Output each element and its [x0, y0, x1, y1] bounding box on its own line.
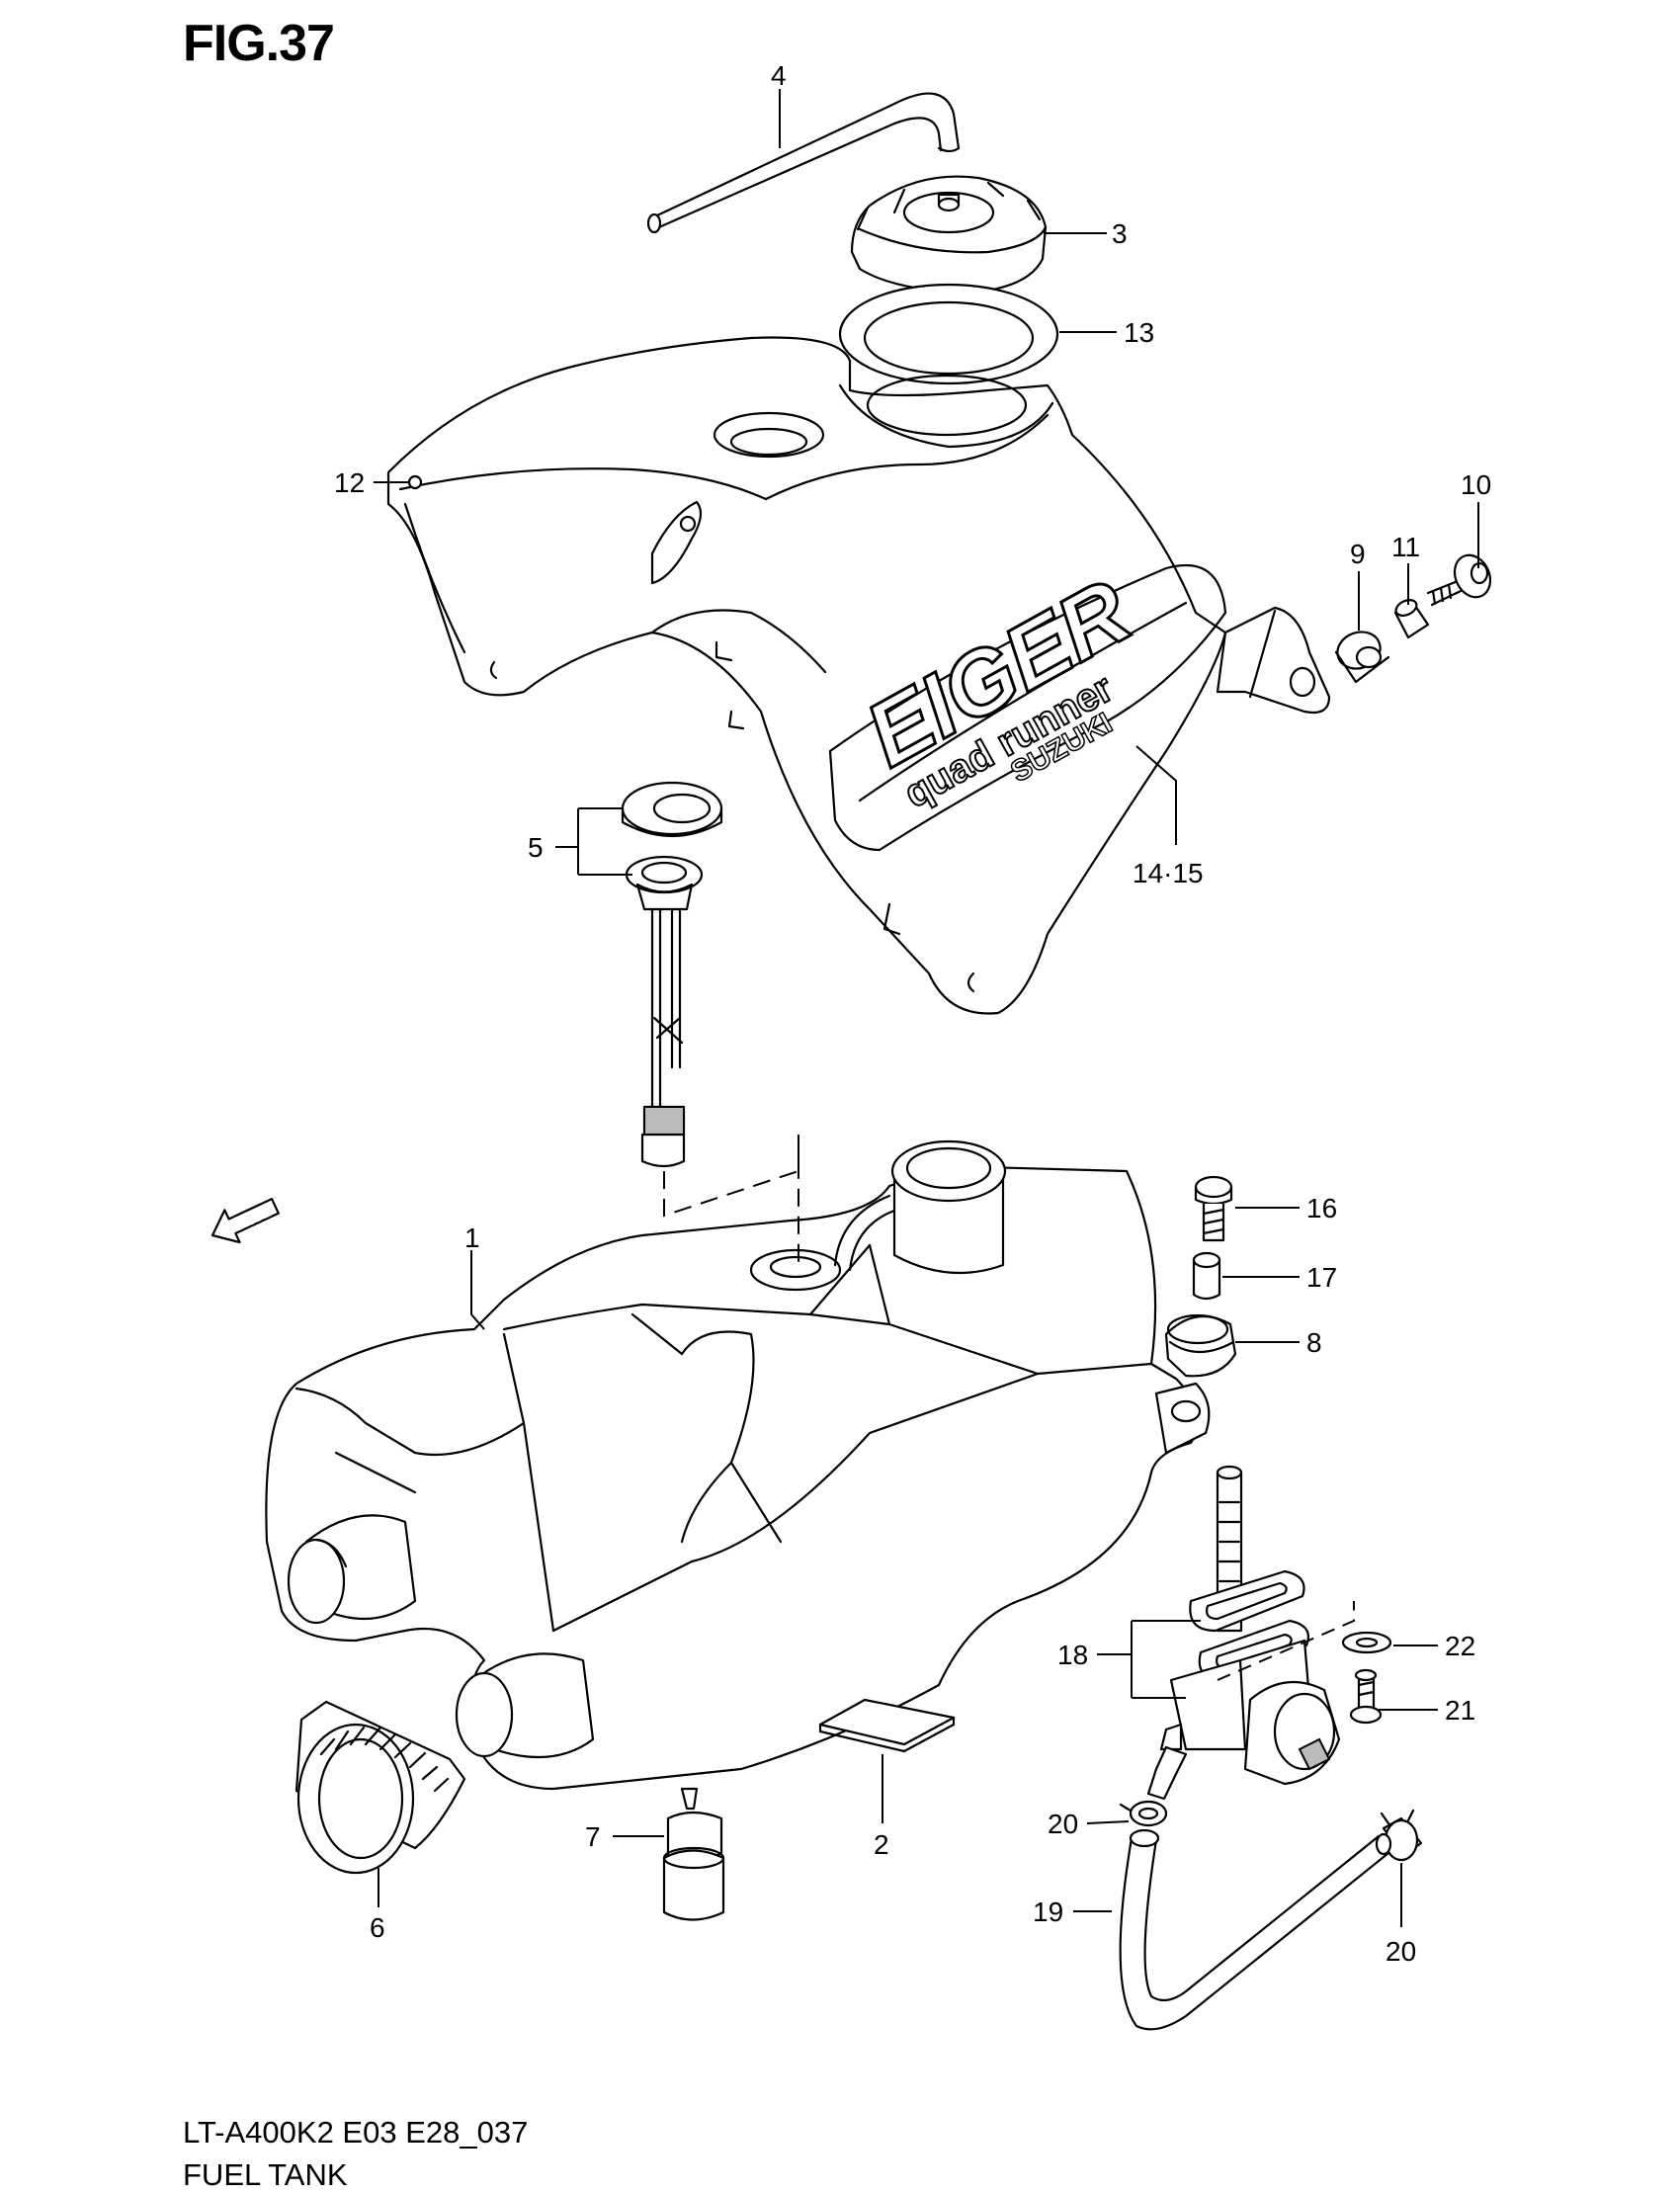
callout-20-upper: 20 [1048, 1809, 1078, 1839]
part-tank-collar [1192, 1251, 1221, 1301]
callout-5: 5 [528, 832, 544, 863]
part-hose-clip-lower [1380, 1809, 1423, 1862]
part-tank-damper [1164, 1313, 1237, 1378]
leader-lines [374, 89, 1479, 1927]
valve-alignment-path [1217, 1601, 1355, 1681]
part-hose-clip-upper [1119, 1800, 1168, 1827]
callout-18: 18 [1057, 1640, 1088, 1670]
part-fuel-gauge [621, 781, 723, 1168]
part-tank-bolt [1194, 1175, 1233, 1242]
callout-21: 21 [1445, 1695, 1475, 1726]
footer-model-code: LT-A400K2 E03 E28_037 [183, 2115, 529, 2150]
callout-4: 4 [771, 60, 787, 91]
figure-title: FIG.37 [183, 15, 335, 72]
part-fuel-valve [1146, 1465, 1341, 1801]
part-rubber-mount [662, 1787, 725, 1921]
callout-13: 13 [1124, 317, 1154, 348]
part-valve-screw [1349, 1668, 1383, 1725]
callout-16: 16 [1306, 1193, 1337, 1223]
callout-11: 11 [1391, 532, 1420, 562]
part-cover-bolt [1426, 553, 1492, 607]
forward-direction-badge: FWD [210, 1198, 280, 1244]
part-cover-damper [1334, 631, 1390, 684]
callout-22: 22 [1445, 1631, 1475, 1661]
forward-direction-label: FWD [232, 1200, 278, 1234]
callout-9: 9 [1350, 539, 1366, 569]
part-cushion-pad [818, 1698, 956, 1753]
part-filler-gasket [294, 1700, 466, 1875]
callout-6: 6 [370, 1912, 385, 1943]
callout-17: 17 [1306, 1262, 1337, 1293]
callout-7: 7 [585, 1821, 601, 1852]
callout-2: 2 [874, 1829, 889, 1860]
part-breather-hose [646, 92, 961, 234]
footer-figure-name: FUEL TANK [183, 2157, 348, 2192]
callout-1: 1 [464, 1223, 480, 1253]
part-tank-cover: EIGER quad runner SUZUKI [386, 336, 1331, 1015]
part-fuel-tank [265, 1139, 1211, 1791]
callout-labels: 1 2 3 4 5 6 7 8 9 10 11 12 13 14·15 16 1… [334, 60, 1491, 1967]
part-valve-washer [1341, 1631, 1392, 1654]
callout-8: 8 [1306, 1327, 1322, 1358]
part-collar [1393, 599, 1430, 639]
gauge-insertion-path [663, 1135, 799, 1265]
callout-3: 3 [1112, 218, 1128, 249]
callout-20-lower: 20 [1386, 1936, 1416, 1967]
callout-10: 10 [1461, 469, 1491, 500]
part-fuel-cap [850, 175, 1048, 295]
part-fuel-hose [1119, 1828, 1392, 2031]
callout-19: 19 [1033, 1897, 1063, 1927]
callout-12: 12 [334, 467, 365, 498]
part-cap-seal-ring [838, 283, 1059, 385]
callout-14-15: 14·15 [1133, 858, 1204, 888]
